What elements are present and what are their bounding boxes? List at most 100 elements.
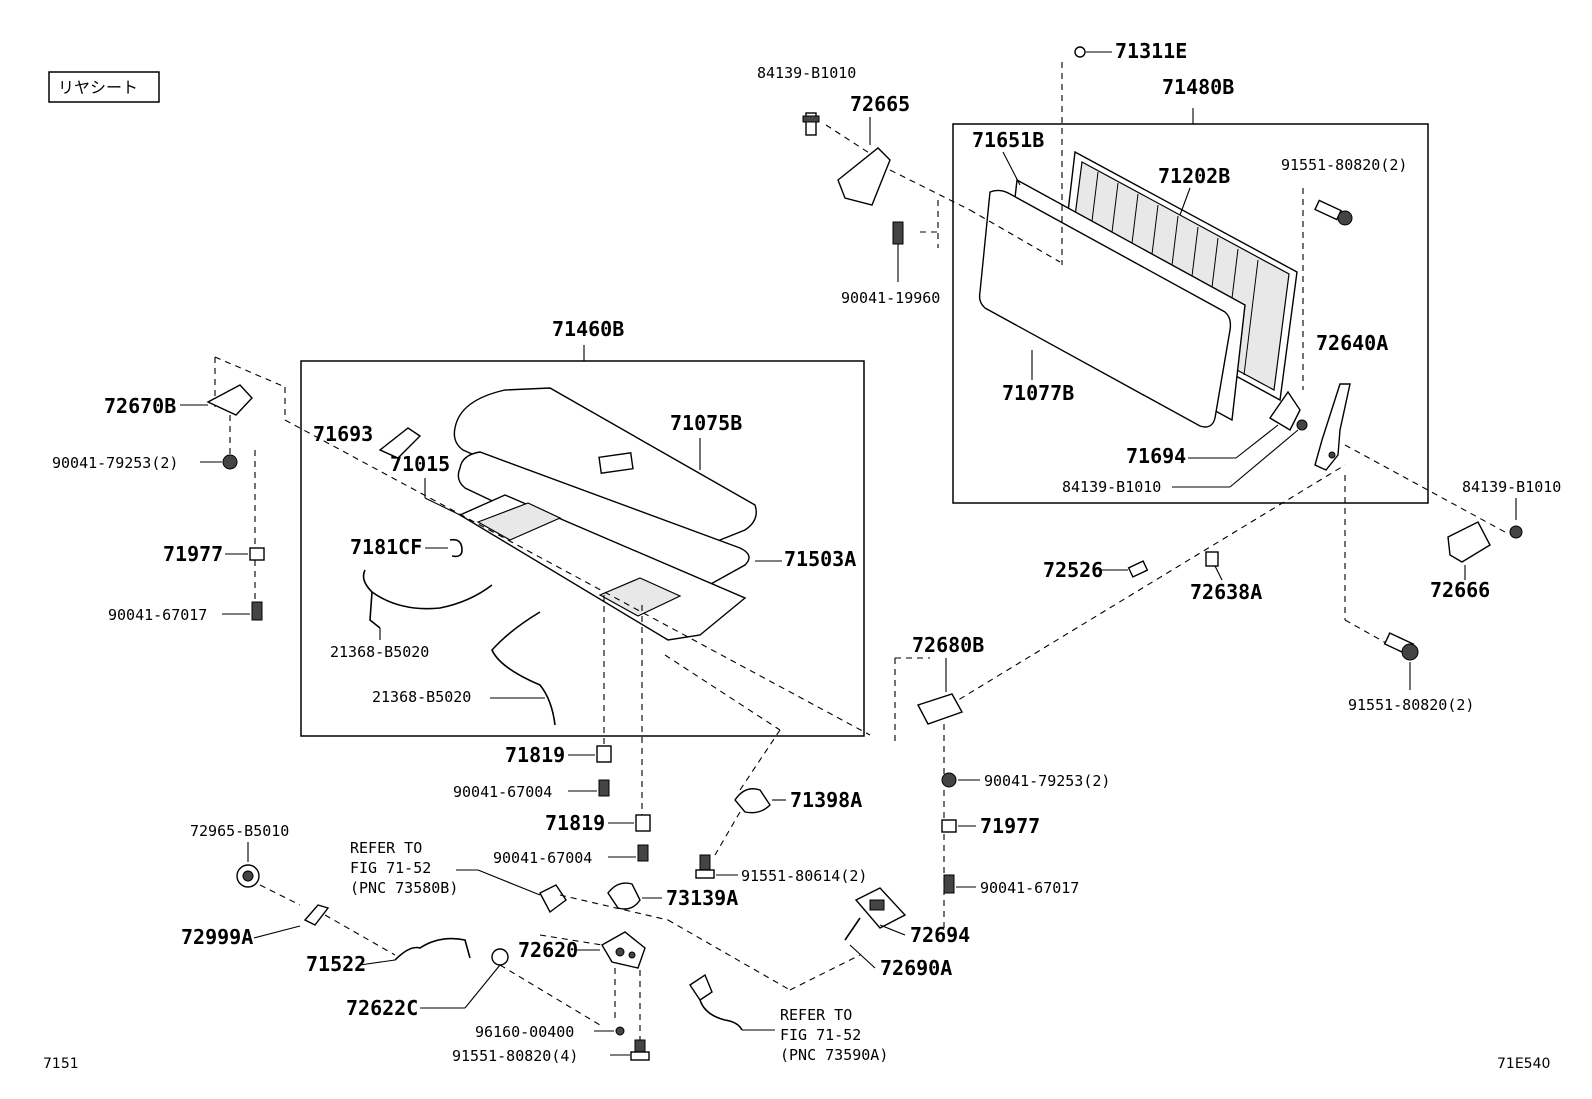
label-90041-67004-a: 90041-67004 [453,783,552,801]
label-21368-B5020-b: 21368-B5020 [372,688,471,706]
label-71819-b: 71819 [545,811,605,835]
label-21368-B5020-a: 21368-B5020 [330,643,429,661]
label-90041-67017-right: 90041-67017 [980,879,1079,897]
bolt-91551-80614 [695,854,715,879]
refer-lower-line2: FIG 71-52 [780,1026,861,1044]
label-73139A: 73139A [666,886,738,910]
seat-cushion-assembly-box [300,360,865,737]
section-title: リヤシート [58,78,138,97]
label-90041-19960: 90041-19960 [841,289,940,307]
label-90041-67004-b: 90041-67004 [493,849,592,867]
rod-72690A [844,917,861,941]
label-7181CF: 7181CF [350,535,422,559]
label-72640A: 72640A [1316,331,1388,355]
clip-71311E [1074,46,1086,58]
screw-90041-67017-left [251,601,263,621]
label-71819-a: 71819 [505,743,565,767]
clip-71398A [734,788,771,814]
label-71977-left: 71977 [163,542,223,566]
label-72670B: 72670B [104,394,176,418]
strap-72999A [303,904,330,926]
screw-84139-B1010-top [802,112,820,136]
label-72622C: 72622C [346,996,418,1020]
label-72526: 72526 [1043,558,1103,582]
cushion-frame-71503A [458,494,747,641]
refer-upper-line1: REFER TO [350,839,422,857]
label-71460B: 71460B [552,317,624,341]
wire-21368-B5020-a [362,569,493,610]
label-72665: 72665 [850,92,910,116]
label-71503A: 71503A [784,547,856,571]
clip-7181CF [449,538,463,558]
part-72638A [1205,551,1219,567]
nut-90041-79253-right [941,772,957,788]
refer-upper-line2: FIG 71-52 [350,859,431,877]
label-90041-79253-2-right: 90041-79253(2) [984,772,1110,790]
label-72666: 72666 [1430,578,1490,602]
bolt-91551-80820-right [1383,632,1419,661]
label-72690A: 72690A [880,956,952,980]
label-90041-67017-left: 90041-67017 [108,606,207,624]
screw-84139-B1010-right [1509,525,1523,539]
bracket-72666 [1447,521,1491,563]
screw-84139-B1010-mid [1296,419,1308,431]
label-71311E: 71311E [1115,39,1187,63]
screw-90041-67017-right [943,874,955,894]
refer-upper-line3: (PNC 73580B) [350,879,458,897]
wire-21368-B5020-b [491,611,556,726]
bolt-91551-80820-4 [630,1039,650,1061]
handle-72694 [854,887,907,929]
label-71480B: 71480B [1162,75,1234,99]
label-71651B: 71651B [972,128,1044,152]
lock-mechanism-72620 [601,931,646,969]
cable-71522 [394,937,471,961]
label-71398A: 71398A [790,788,862,812]
bumper-71977-left [249,547,265,561]
bumper-71977-right [941,819,957,833]
bracket-71694 [1268,390,1301,431]
label-72965-B5010: 72965-B5010 [190,822,289,840]
bolt-91551-80820-top [1314,199,1353,226]
screw-90041-67004-a [598,779,610,797]
label-91551-80820-4: 91551-80820(4) [452,1047,578,1065]
label-91551-80820-2-top: 91551-80820(2) [1281,156,1407,174]
label-72638A: 72638A [1190,580,1262,604]
label-71693: 71693 [313,422,373,446]
bracket-72680B [916,693,964,725]
connector-73590A [689,973,713,1001]
label-71077B: 71077B [1002,381,1074,405]
hinge-72640A [1314,383,1351,471]
seatback-assembly-box [952,123,1429,504]
label-90041-79253-2-left: 90041-79253(2) [52,454,178,472]
bracket-71693 [378,427,422,459]
clip-96160-00400 [615,1026,625,1036]
bracket-72670B [206,384,253,416]
connector-73580B [539,884,567,914]
footer-right-code: 71E540 [1497,1056,1550,1072]
label-84139-B1010-top: 84139-B1010 [757,64,856,82]
label-96160-00400: 96160-00400 [475,1023,574,1041]
nut-90041-79253-left [222,454,238,470]
bracket-72665 [837,147,891,206]
label-71977-right: 71977 [980,814,1040,838]
refer-lower-line3: (PNC 73590A) [780,1046,888,1064]
screw-90041-67004-b [637,844,649,862]
label-71202B: 71202B [1158,164,1230,188]
label-84139-B1010-right: 84139-B1010 [1462,478,1561,496]
label-91551-80820-2-right: 91551-80820(2) [1348,696,1474,714]
refer-lower-line1: REFER TO [780,1006,852,1024]
label-71694: 71694 [1126,444,1186,468]
bumper-71819-a [596,745,612,763]
label-91551-80614-2: 91551-80614(2) [741,867,867,885]
pin-72526 [1127,560,1149,578]
seatback-cover-71077B [978,189,1232,428]
bumper-71819-b [635,814,651,832]
bolt-90041-19960 [892,221,904,282]
label-72620: 72620 [518,938,578,962]
block-73139A [607,882,641,910]
section-title-box: リヤシート [48,71,160,103]
cap-72622C [491,948,509,966]
label-84139-B1010-mid: 84139-B1010 [1062,478,1161,496]
label-71075B: 71075B [670,411,742,435]
